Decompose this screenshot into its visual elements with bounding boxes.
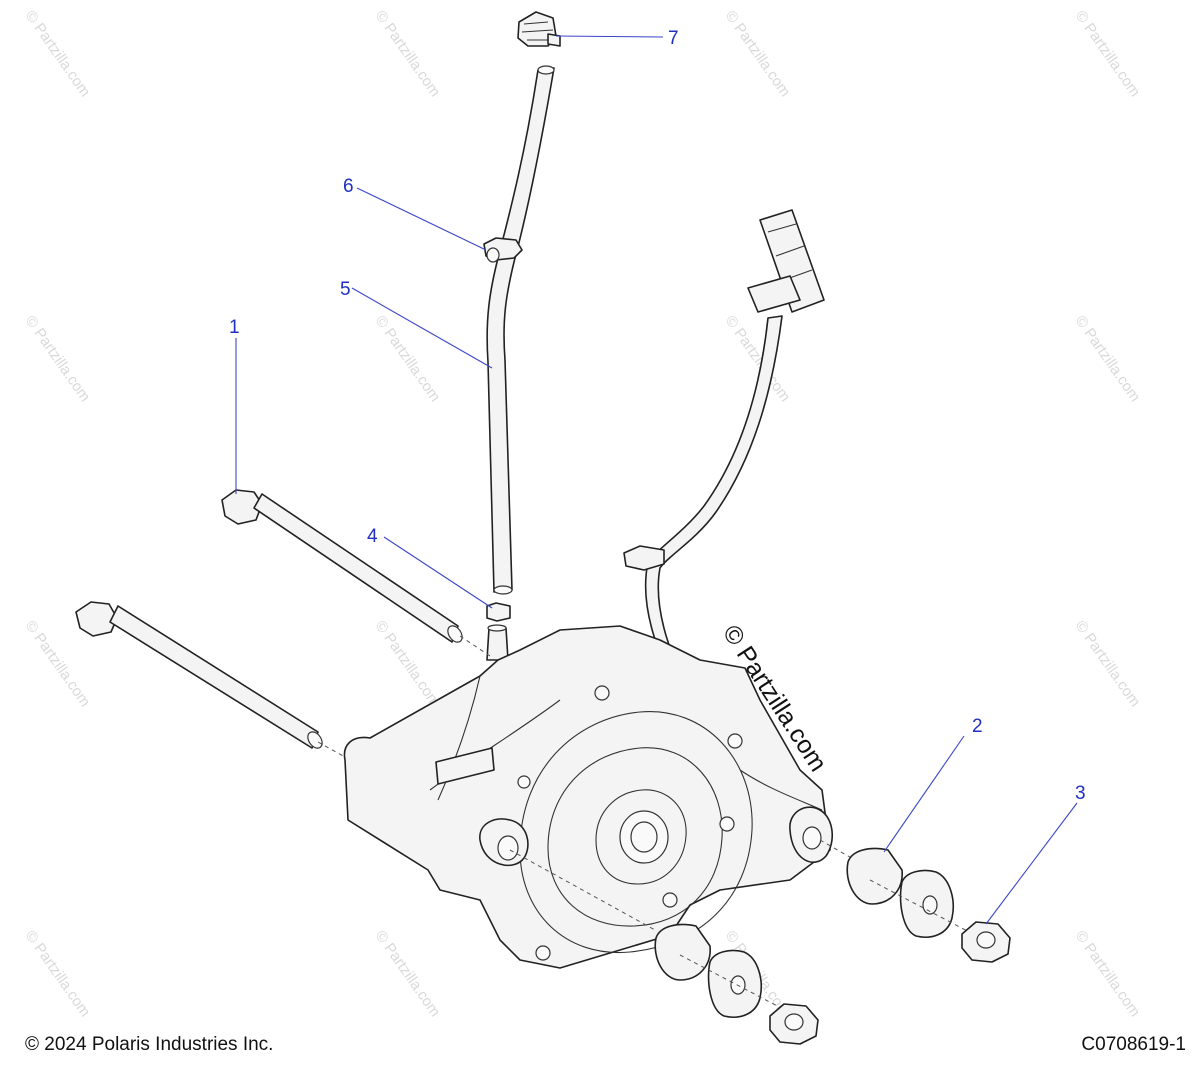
drawing-id: C0708619-1 bbox=[1081, 1034, 1186, 1055]
copyright-text: © 2024 Polaris Industries Inc. bbox=[25, 1034, 274, 1055]
flange-nut-part[interactable] bbox=[769, 921, 1011, 1045]
hose-clip-part[interactable] bbox=[483, 237, 523, 263]
watermark: © Partzilla.com bbox=[1072, 618, 1144, 711]
hose-clamp-part[interactable] bbox=[486, 602, 511, 661]
bolt-part[interactable] bbox=[75, 489, 491, 758]
watermark: © Partzilla.com bbox=[22, 313, 94, 406]
gearcase-housing-part[interactable] bbox=[343, 625, 856, 969]
callout-1: 1 bbox=[229, 317, 240, 338]
vent-hose-part[interactable] bbox=[486, 65, 555, 595]
watermark: © Partzilla.com bbox=[1072, 313, 1144, 406]
callout-labels: 1 2 3 4 5 6 7 bbox=[229, 28, 1086, 804]
callout-7: 7 bbox=[668, 28, 679, 49]
watermark: © Partzilla.com bbox=[722, 8, 794, 101]
bushing-part[interactable] bbox=[654, 847, 976, 1018]
breather-fitting-part[interactable] bbox=[517, 11, 561, 47]
callout-4: 4 bbox=[367, 526, 378, 547]
watermark: © Partzilla.com bbox=[22, 618, 94, 711]
watermark: © Partzilla.com bbox=[1072, 8, 1144, 101]
watermark: © Partzilla.com bbox=[22, 928, 94, 1021]
watermark: © Partzilla.com bbox=[372, 928, 444, 1021]
watermark: © Partzilla.com bbox=[372, 8, 444, 101]
leader-lines bbox=[235, 35, 1078, 925]
watermark: © Partzilla.com bbox=[22, 8, 94, 101]
watermark: © Partzilla.com bbox=[1072, 928, 1144, 1021]
callout-2: 2 bbox=[972, 716, 983, 737]
watermark: © Partzilla.com bbox=[372, 618, 444, 711]
callout-6: 6 bbox=[343, 176, 354, 197]
watermark: © Partzilla.com bbox=[372, 313, 444, 406]
callout-5: 5 bbox=[340, 279, 351, 300]
callout-3: 3 bbox=[1075, 783, 1086, 804]
